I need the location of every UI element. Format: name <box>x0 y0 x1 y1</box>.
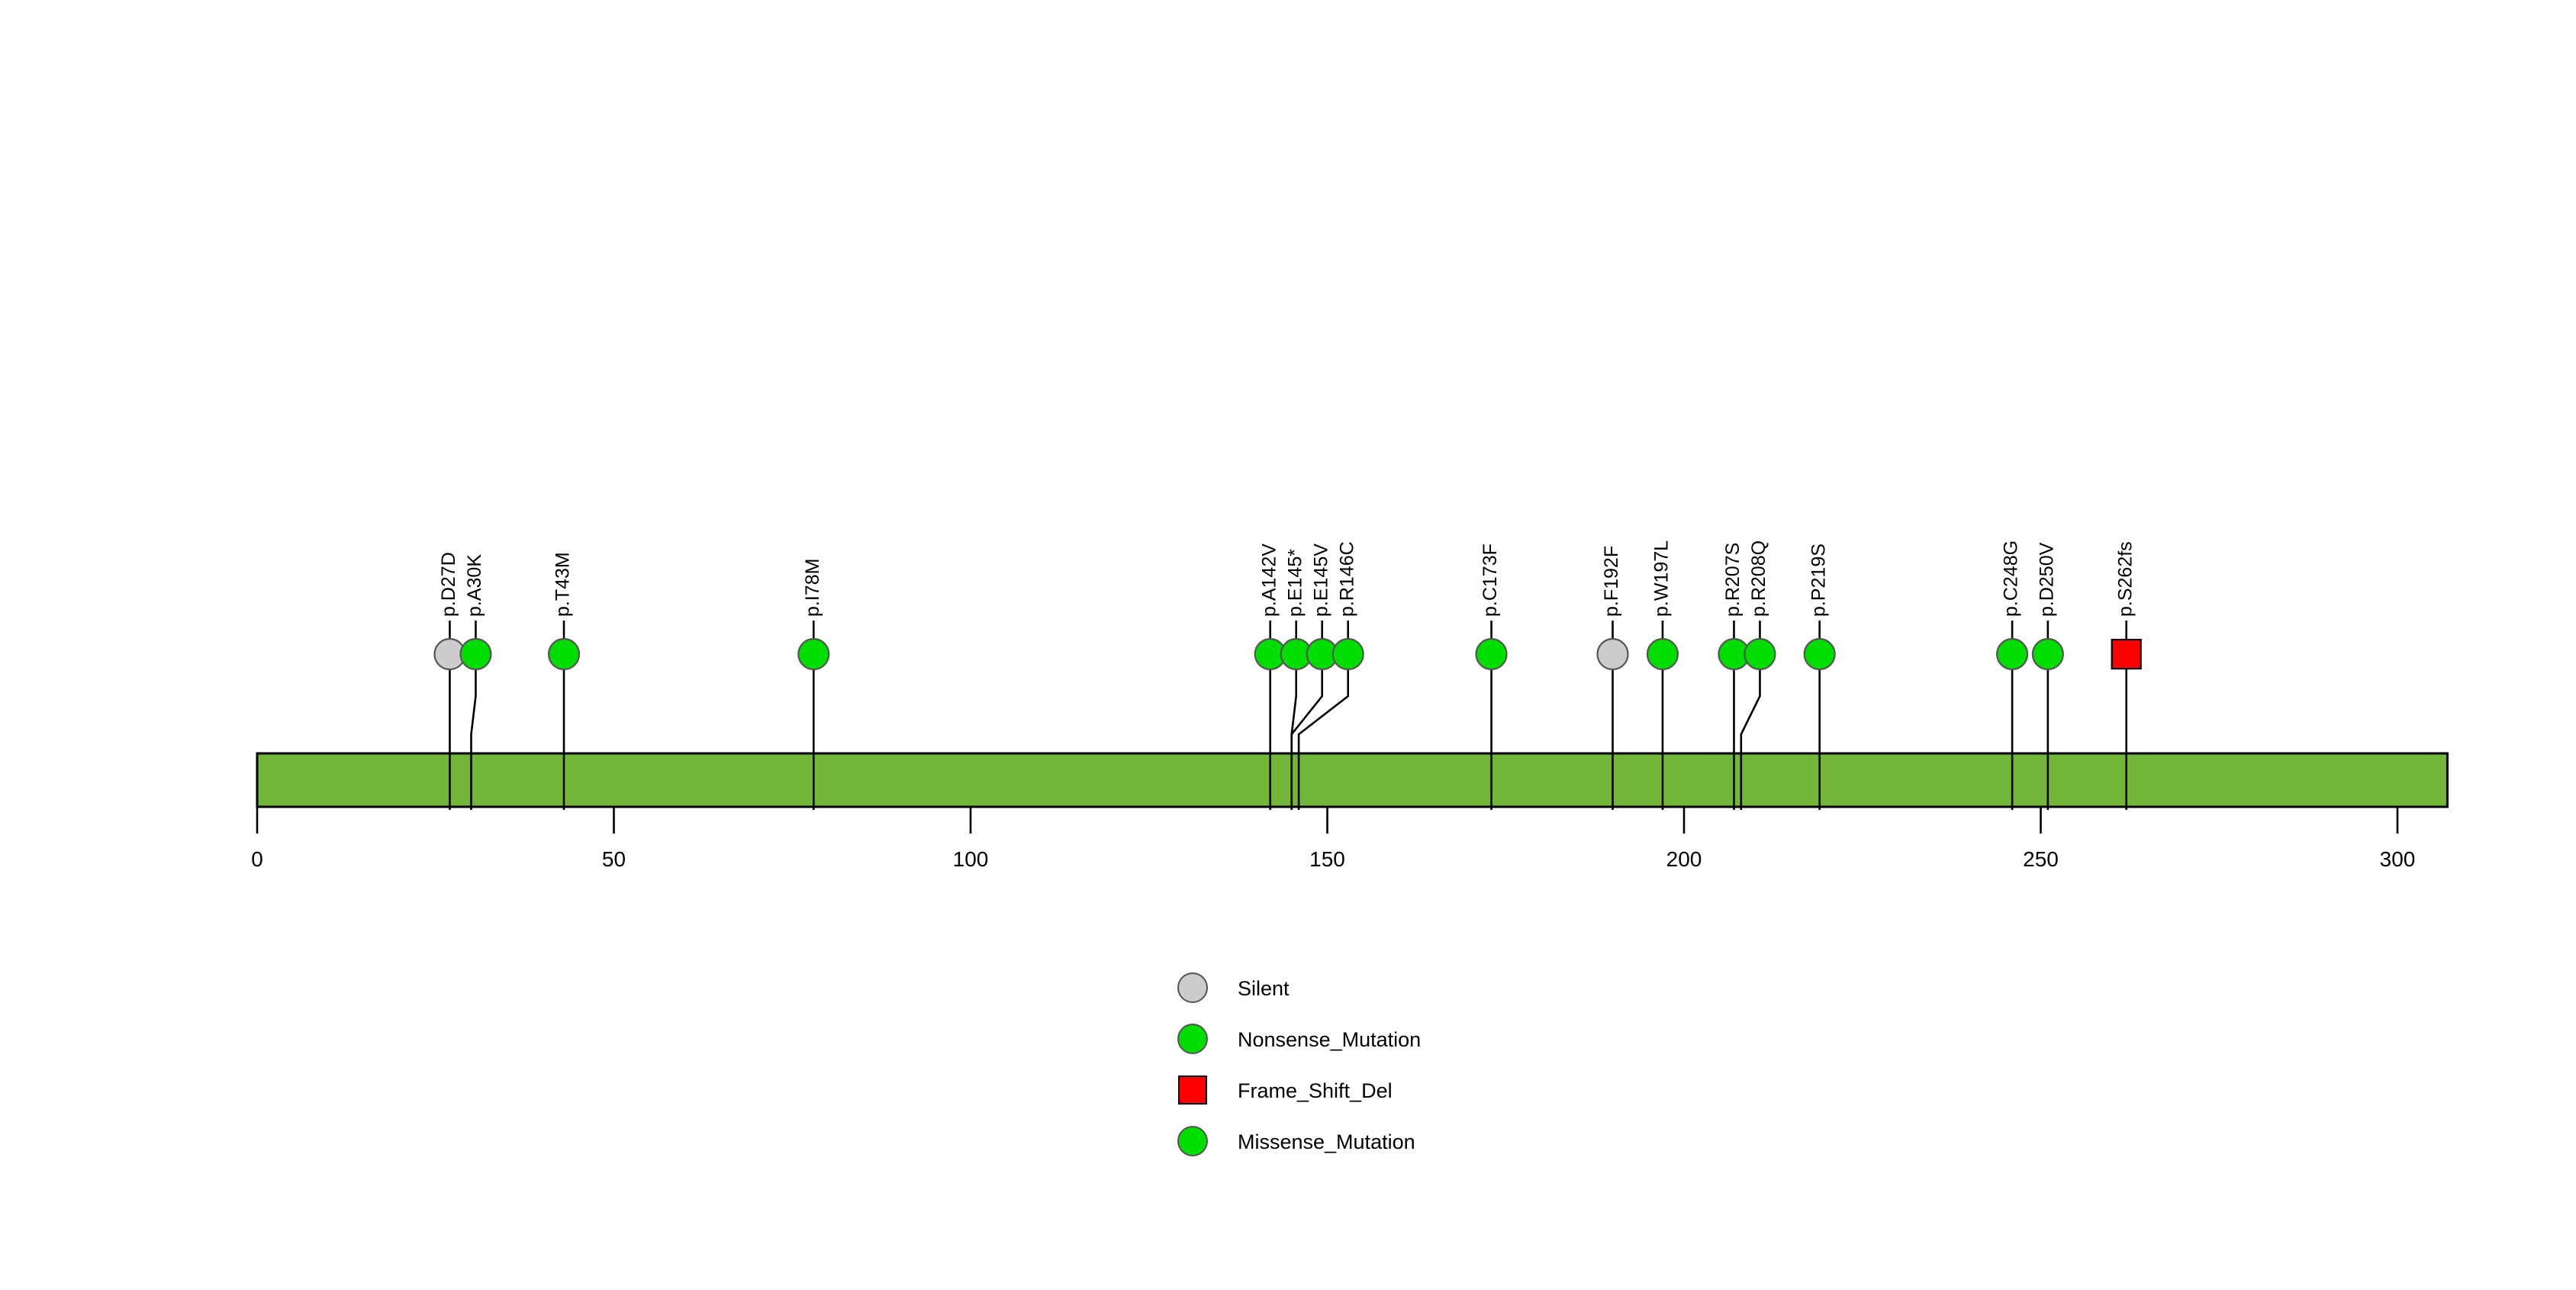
legend-item[interactable]: Missense_Mutation <box>1177 1126 1415 1156</box>
legend-label: Missense_Mutation <box>1238 1130 1415 1153</box>
mutation-label: p.D27D <box>438 552 459 617</box>
legend-marker-circle <box>1177 1126 1208 1156</box>
mutation-label: p.A142V <box>1258 543 1280 617</box>
legend-marker-circle <box>1177 972 1208 1003</box>
mutation-lollipop[interactable]: p.D27D <box>433 552 466 810</box>
mutation-lollipop[interactable]: p.D250V <box>2031 542 2064 810</box>
mutation-marker-circle[interactable] <box>547 637 581 671</box>
legend-marker-circle <box>1177 1024 1208 1054</box>
mutation-label: p.R207S <box>1722 543 1744 617</box>
mutation-label: p.I78M <box>802 559 823 617</box>
mutation-label: p.E145* <box>1284 549 1306 617</box>
mutation-marker-circle[interactable] <box>1331 637 1364 671</box>
legend-item[interactable]: Frame_Shift_Del <box>1178 1076 1393 1105</box>
mutation-label: p.R146C <box>1336 541 1357 617</box>
mutation-marker-circle[interactable] <box>2031 637 2064 671</box>
mutation-marker-circle[interactable] <box>1744 637 1776 671</box>
mutation-marker-circle[interactable] <box>1803 637 1836 671</box>
mutation-marker-circle[interactable] <box>1646 637 1679 671</box>
mutation-type-legend: SilentNonsense_MutationFrame_Shift_DelMi… <box>1177 972 1421 1156</box>
mutation-label: p.A30K <box>464 554 485 617</box>
axis-tick-label: 150 <box>1309 847 1345 871</box>
mutation-lollipop[interactable]: p.W197L <box>1646 540 1679 810</box>
mutation-lollipop[interactable]: p.A30K <box>459 554 492 810</box>
axis-tick-label: 50 <box>602 847 626 871</box>
position-axis: 0 50 100 150 200 250 300 <box>251 807 2415 871</box>
mutation-label: p.F192F <box>1601 546 1622 617</box>
mutation-label: p.S262fs <box>2114 541 2136 617</box>
mutation-label: p.P219S <box>1808 543 1829 617</box>
mutation-label: p.C173F <box>1480 543 1501 617</box>
mutation-lollipop[interactable]: p.E145V <box>1290 543 1338 810</box>
mutation-marker-circle[interactable] <box>459 637 492 671</box>
axis-tick-label: 100 <box>953 847 989 871</box>
legend-label: Frame_Shift_Del <box>1238 1079 1393 1102</box>
mutation-marker-circle[interactable] <box>797 637 830 671</box>
legend-label: Silent <box>1238 977 1290 1000</box>
lollipop-stem <box>1740 654 1761 810</box>
mutation-lollipop[interactable]: p.R208Q <box>1740 540 1776 810</box>
mutation-lollipop[interactable]: p.I78M <box>797 559 830 810</box>
mutation-label: p.D250V <box>2036 542 2057 617</box>
mutation-marker-circle[interactable] <box>1596 637 1629 671</box>
lollipop-stem <box>470 654 477 810</box>
mutation-label: p.E145V <box>1310 543 1331 617</box>
protein-backbone <box>256 752 2449 808</box>
lollipop-stem <box>1290 654 1323 810</box>
legend-label: Nonsense_Mutation <box>1238 1028 1421 1051</box>
legend-marker-square <box>1178 1076 1207 1105</box>
mutation-label: p.W197L <box>1651 540 1673 617</box>
mutation-lollipop[interactable]: p.A142V <box>1254 543 1286 810</box>
axis-tick-label: 300 <box>2380 847 2416 871</box>
mutation-label: p.R208Q <box>1748 540 1769 617</box>
mutation-lollipop[interactable]: p.R146C <box>1297 541 1364 810</box>
mutation-lollipop[interactable]: p.F192F <box>1596 546 1629 810</box>
mutation-marker-circle[interactable] <box>1475 637 1508 671</box>
mutation-lollipop[interactable]: p.C173F <box>1475 543 1508 810</box>
mutation-lollipop[interactable]: p.T43M <box>547 552 581 810</box>
mutation-lollipop[interactable]: p.C248G <box>1996 540 2029 810</box>
mutation-label: p.T43M <box>552 552 574 617</box>
axis-tick-label: 250 <box>2023 847 2059 871</box>
axis-tick-label: 0 <box>251 847 263 871</box>
mutation-lollipop[interactable]: p.R207S <box>1718 543 1750 810</box>
mutation-lollipop[interactable]: p.S262fs <box>2111 541 2142 810</box>
legend-item[interactable]: Nonsense_Mutation <box>1177 1024 1421 1054</box>
mutation-label: p.C248G <box>2001 540 2022 617</box>
lollipop-stem <box>1297 654 1349 810</box>
axis-tick-label: 200 <box>1666 847 1702 871</box>
mutation-marker-square[interactable] <box>2111 638 2142 670</box>
protein-domain-bar <box>256 752 2449 808</box>
mutation-lollipop[interactable]: p.P219S <box>1803 543 1836 810</box>
legend-item[interactable]: Silent <box>1177 972 1290 1003</box>
mutation-marker-circle[interactable] <box>1996 637 2029 671</box>
